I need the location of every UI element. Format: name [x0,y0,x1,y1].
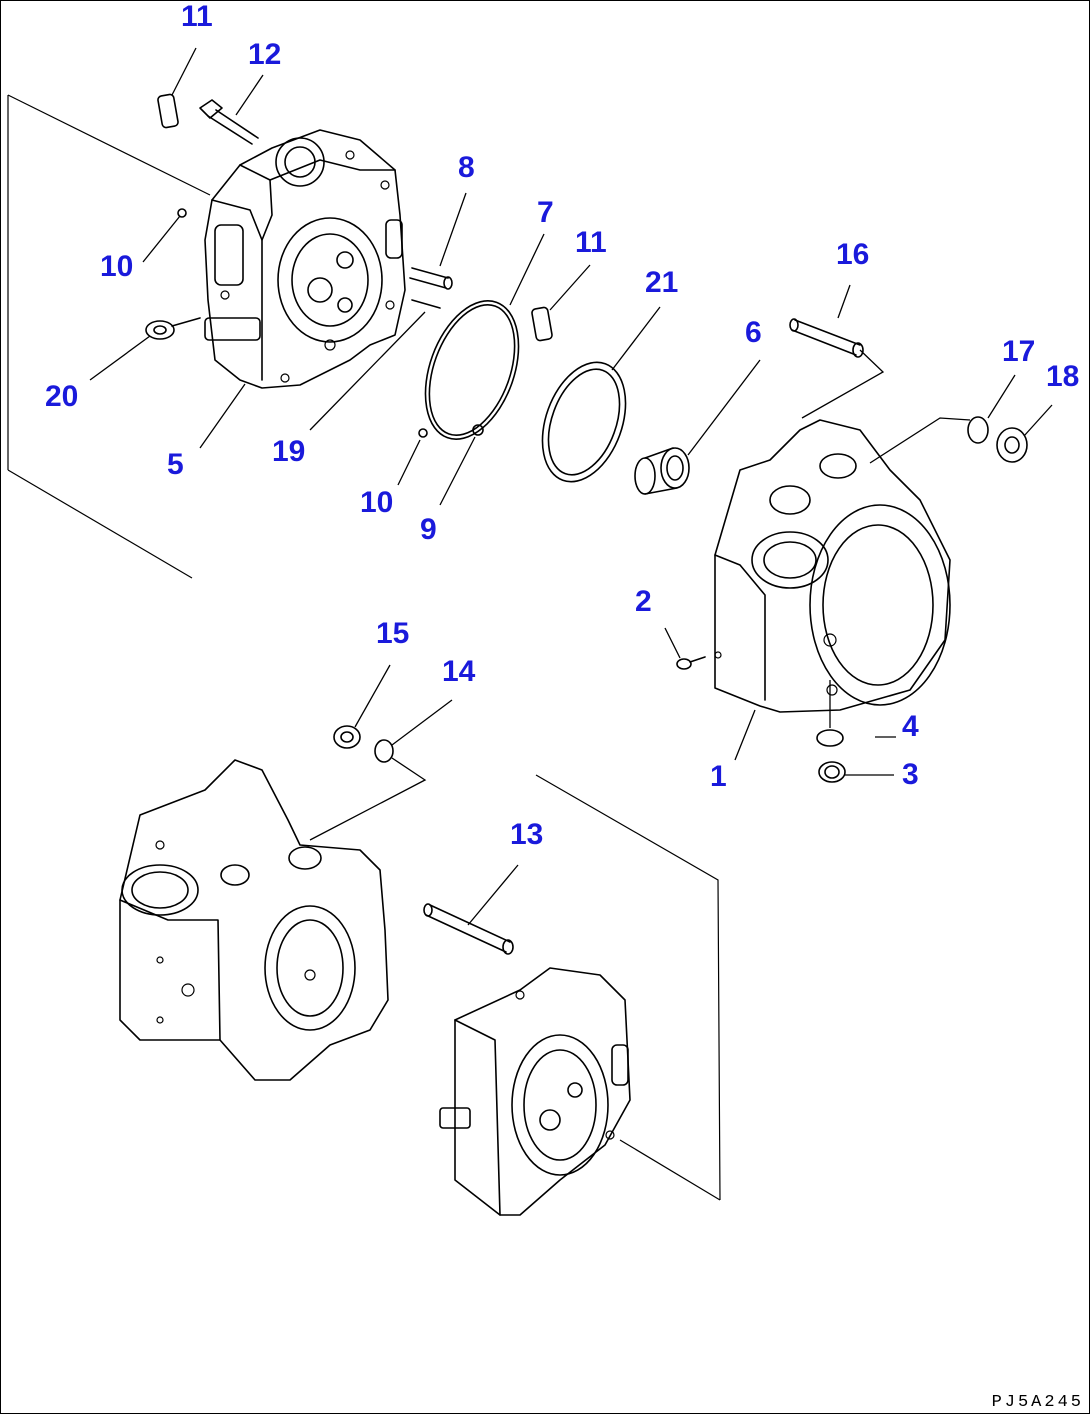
callout-5: 5 [167,448,184,481]
callout-10: 10 [100,250,134,283]
callout-4: 4 [902,710,919,743]
part-17-washer [967,416,989,444]
callout-11: 11 [575,226,607,259]
part-1-housing [714,419,951,713]
callout-13: 13 [510,818,544,851]
part-11-plate-lower [531,306,553,342]
part-5-housing [204,129,406,389]
callout-10: 10 [360,486,394,519]
callout-15: 15 [376,617,410,650]
part-10-plug-lower [418,428,428,438]
callout-3: 3 [902,758,919,791]
part-2-plug [676,656,706,670]
callout-14: 14 [442,655,476,688]
drawing-code: PJ5A245 [991,1393,1084,1412]
part-7-o-ring [424,300,520,440]
part-11-plate-upper [157,93,179,129]
part-6-bushing [634,447,690,495]
callout-18: 18 [1046,360,1080,393]
part-16-pin [789,318,864,358]
callout-2: 2 [635,585,652,618]
callout-6: 6 [745,316,762,349]
part-10-plug-upper [177,208,187,218]
lower-pump-cover [439,967,631,1216]
callout-11: 11 [181,0,213,33]
callout-8: 8 [458,151,475,184]
callout-7: 7 [537,196,554,229]
callout-19: 19 [272,435,306,468]
part-20-eyebolt [145,317,201,340]
part-12-bolt [199,99,259,145]
callout-16: 16 [836,238,870,271]
part-14-washer [374,739,394,763]
part-19-pin [411,299,441,309]
part-21-seal [541,361,627,483]
callout-9: 9 [420,513,437,546]
part-3-plug [818,761,846,783]
part-18-nut [996,427,1028,463]
part-8-pin [409,267,453,290]
part-4-o-ring [816,729,844,747]
callout-1: 1 [710,760,727,793]
construction-lines [7,94,721,1201]
part-15-nut [333,725,361,749]
callout-17: 17 [1002,335,1036,368]
callout-21: 21 [645,266,679,299]
callout-12: 12 [248,38,282,71]
callout-20: 20 [45,380,79,413]
leader-lines [89,47,1053,926]
part-13-pin [423,903,514,955]
lower-housing-assembly [119,759,389,1081]
